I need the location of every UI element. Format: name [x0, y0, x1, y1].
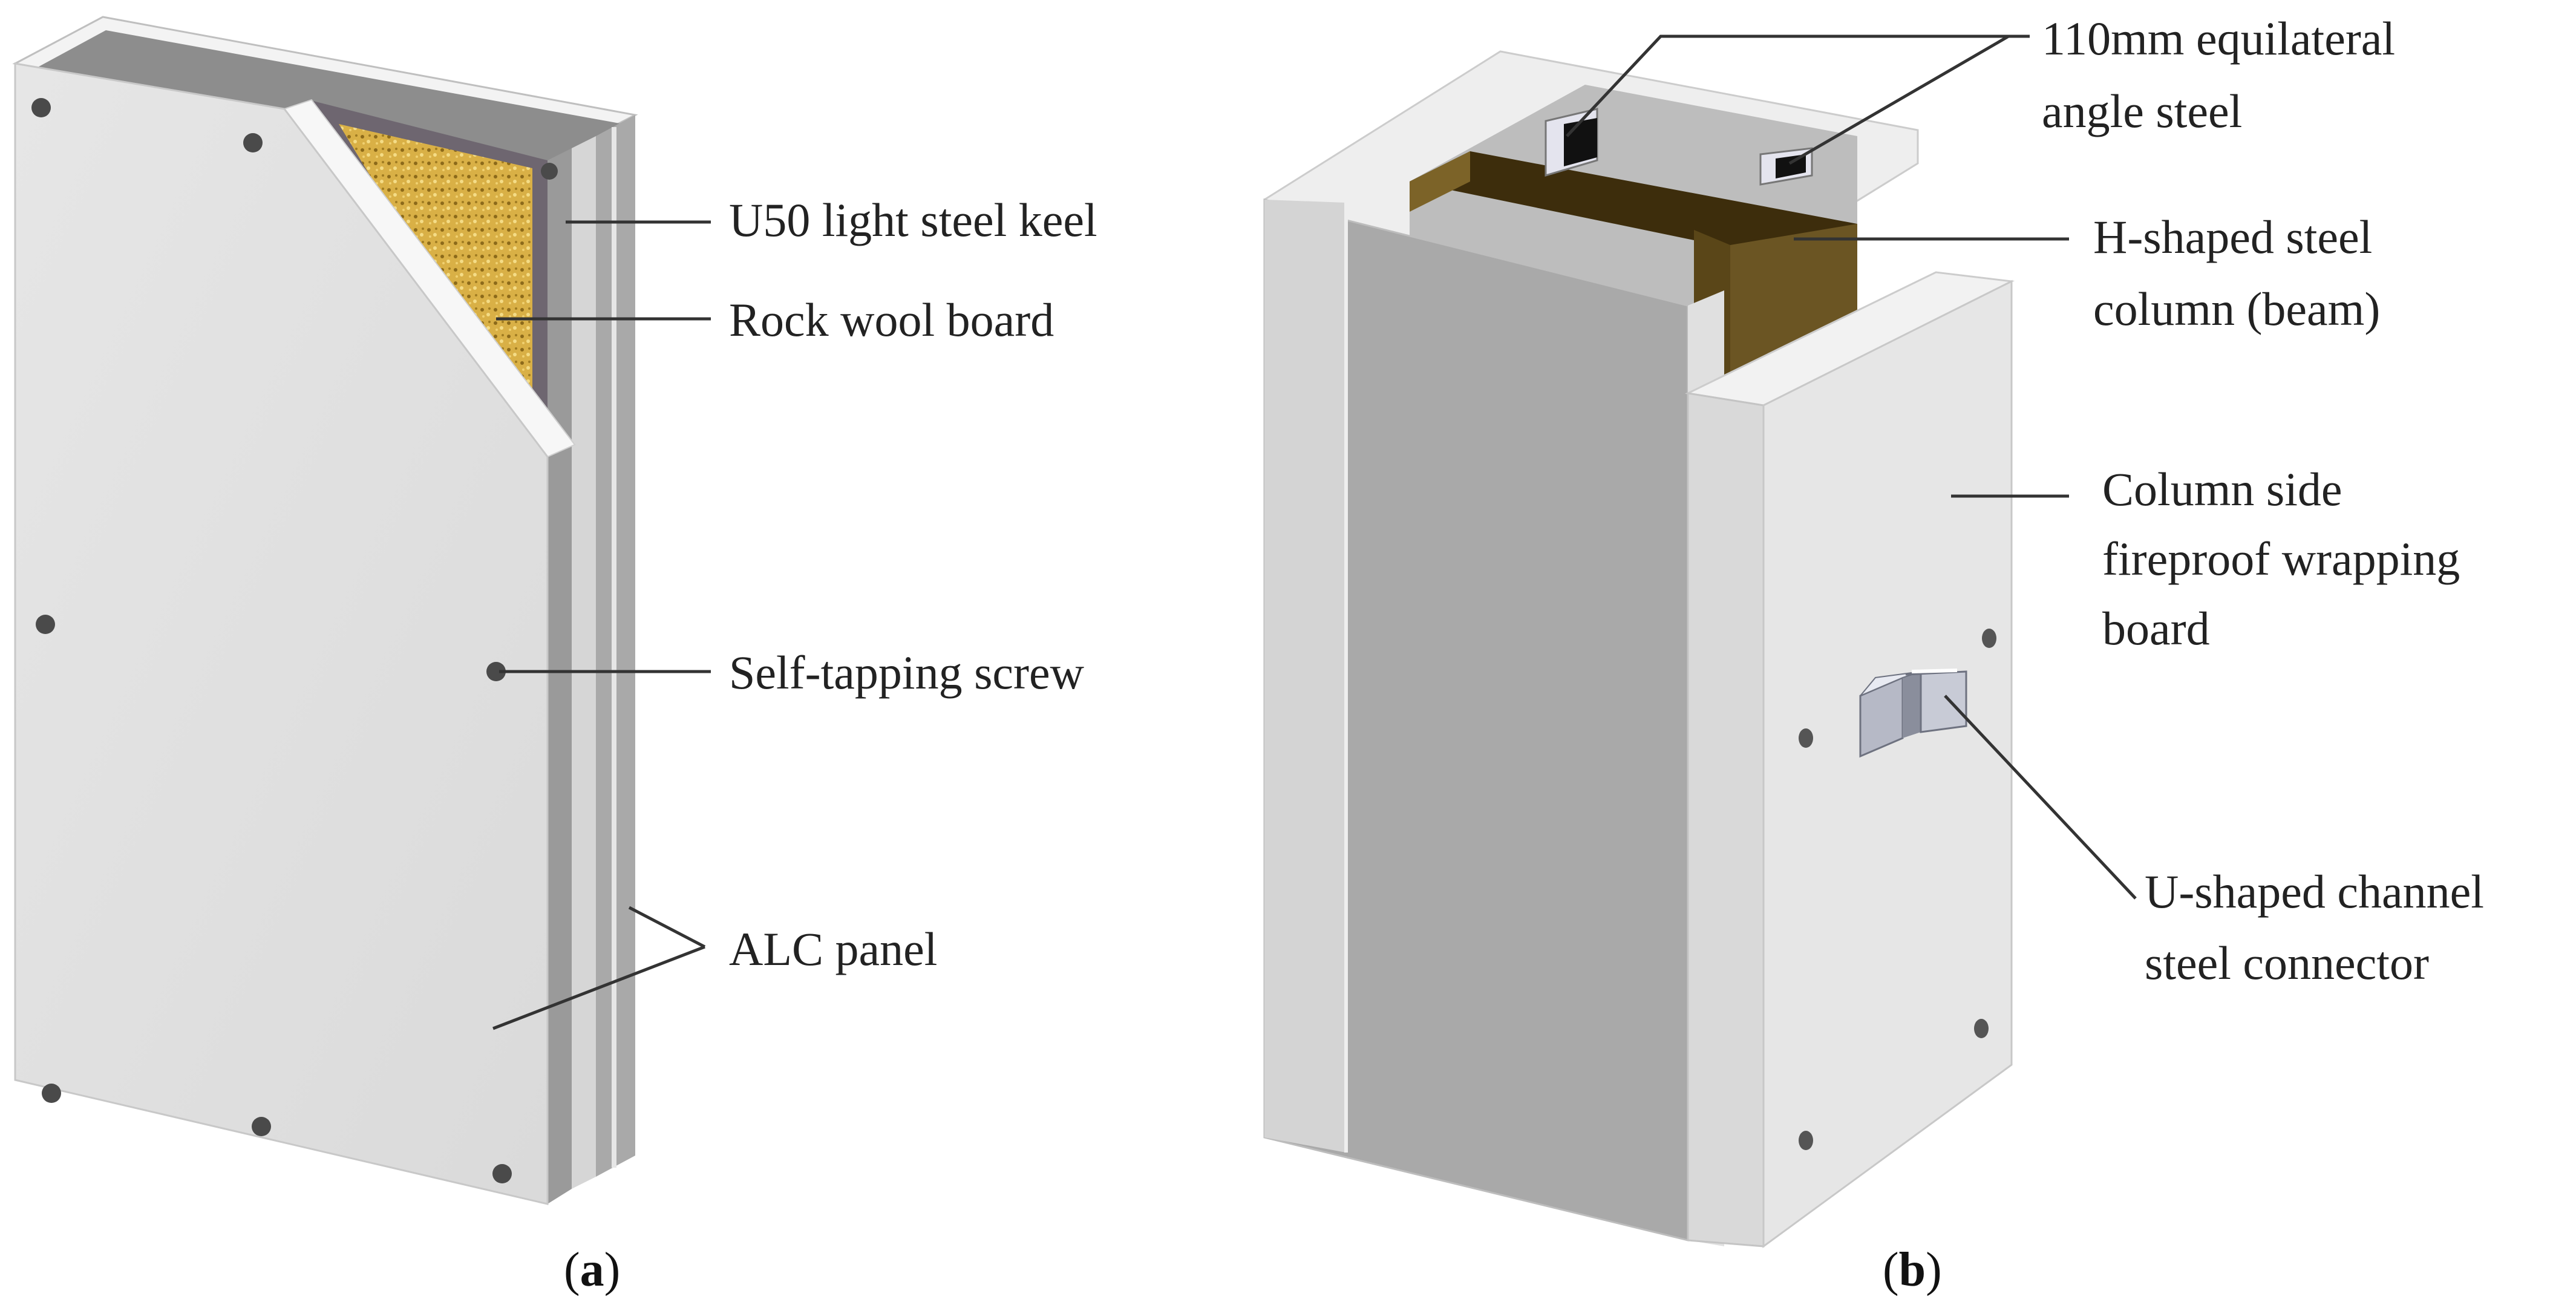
label-screw: Self-tapping screw	[729, 646, 1084, 699]
keel-side	[572, 136, 596, 1189]
wrap-side-board-face	[1762, 280, 2013, 1248]
leader-angle-1	[1566, 34, 2030, 137]
screw-dot	[31, 98, 51, 117]
label-wrap-3: board	[2102, 602, 2210, 655]
wrap-side-board-edge	[1687, 392, 1765, 1248]
column-wrapping-drawing: 110mm equilateral angle steel H-shaped s…	[1263, 12, 2484, 1297]
u-channel-connector	[1859, 669, 1967, 758]
h-steel-web	[1410, 151, 1857, 260]
label-wrap-2: fireproof wrapping	[2102, 532, 2460, 585]
leader-u-channel	[1944, 695, 2137, 900]
screw-dot	[1974, 1019, 1989, 1038]
label-wrap-1: Column side	[2102, 463, 2342, 515]
h-steel-flange-left	[1410, 151, 1470, 212]
leader-alc-1	[628, 906, 706, 949]
screw-dot	[243, 133, 263, 152]
wrap-front-left-strip	[1264, 200, 1346, 1153]
alc-panel-front	[14, 62, 549, 1205]
label-u-channel-2: steel connector	[2145, 937, 2429, 989]
screw-dot	[486, 662, 506, 681]
alc-wall-panel-drawing: U50 light steel keel Rock wool board Sel…	[12, 16, 1097, 1297]
label-alc: ALC panel	[729, 923, 937, 975]
keel-top-edge	[33, 30, 623, 162]
label-h-steel-2: column (beam)	[2093, 283, 2380, 335]
label-keel: U50 light steel keel	[729, 194, 1097, 246]
screw-dot	[252, 1117, 271, 1136]
alc-panel-side-inner	[548, 148, 572, 1204]
screw-dot	[1982, 629, 1996, 648]
caption-a-close: )	[604, 1243, 621, 1297]
caption-b-letter: b	[1899, 1243, 1926, 1297]
screw-dot	[1799, 1131, 1813, 1150]
label-rock-wool: Rock wool board	[729, 293, 1054, 346]
label-h-steel-1: H-shaped steel	[2093, 211, 2372, 263]
leader-angle-2	[1788, 34, 2030, 165]
screw-dot	[42, 1084, 61, 1103]
screw-dot	[541, 163, 558, 180]
screw-dot	[36, 615, 55, 634]
caption-a-letter: a	[580, 1243, 604, 1297]
caption-b-open: (	[1883, 1243, 1899, 1297]
caption-a: (a)	[564, 1243, 620, 1297]
label-angle-steel-2: angle steel	[2042, 85, 2242, 137]
screws	[31, 98, 558, 1183]
screw-dot	[1799, 728, 1813, 748]
side-screws	[1799, 629, 1996, 1150]
label-u-channel-1: U-shaped channel	[2145, 865, 2484, 918]
screw-dot	[492, 1164, 512, 1183]
caption-a-open: (	[564, 1243, 580, 1297]
caption-b-close: )	[1926, 1243, 1942, 1297]
label-angle-steel-1: 110mm equilateral	[2042, 12, 2395, 65]
leader-alc-2	[492, 945, 705, 1030]
caption-b: (b)	[1883, 1243, 1942, 1297]
